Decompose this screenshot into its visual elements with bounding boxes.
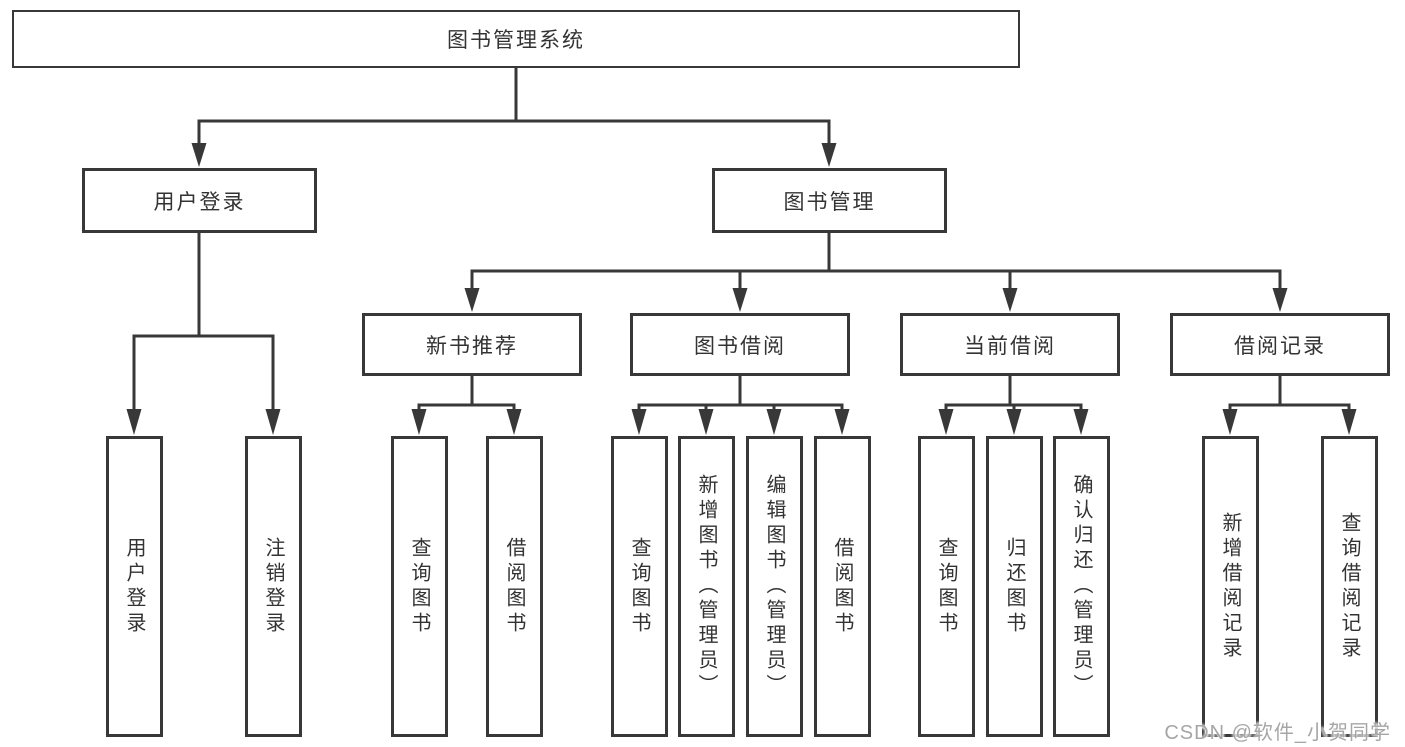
leaf-confirm-return-admin-label: 确认归还（管理员） [1070, 474, 1092, 699]
leaf-add-borrow-record: 新增借阅记录 [1201, 436, 1259, 737]
leaf-add-book-admin-label: 新增图书（管理员） [695, 474, 717, 699]
leaf-edit-book-admin-label: 编辑图书（管理员） [763, 474, 785, 699]
connector-root-to-branches [191, 68, 837, 167]
node-borrow-records: 借阅记录 [1170, 313, 1390, 376]
leaf-query-borrow-record: 查询借阅记录 [1320, 436, 1378, 737]
node-book-mgmt-branch: 图书管理 [712, 168, 947, 233]
node-book-borrow: 图书借阅 [630, 313, 850, 376]
leaf-logout: 注销登录 [244, 436, 302, 737]
node-borrow-records-label: 借阅记录 [1234, 334, 1326, 358]
leaf-query-borrow-record-label: 查询借阅记录 [1338, 511, 1360, 662]
leaf-query-book-rec: 查询图书 [390, 436, 448, 737]
leaf-query-book-borrow: 查询图书 [610, 436, 668, 737]
leaf-return-book: 归还图书 [985, 436, 1043, 737]
node-current-borrow-label: 当前借阅 [964, 334, 1056, 358]
node-new-book-rec-label: 新书推荐 [426, 334, 518, 358]
connector-current-borrow-to-leaves [938, 376, 1089, 435]
leaf-edit-book-admin: 编辑图书（管理员） [745, 436, 803, 737]
leaf-query-book-rec-label: 查询图书 [408, 536, 430, 637]
leaf-query-book-current-label: 查询图书 [935, 536, 957, 637]
leaf-borrow-book-rec-label: 借阅图书 [503, 536, 525, 637]
leaf-add-book-admin: 新增图书（管理员） [677, 436, 735, 737]
node-current-borrow: 当前借阅 [900, 313, 1120, 376]
node-book-mgmt-branch-label: 图书管理 [783, 190, 876, 214]
leaf-return-book-label: 归还图书 [1003, 536, 1025, 637]
leaf-add-borrow-record-label: 新增借阅记录 [1219, 511, 1241, 662]
leaf-borrow-book-rec: 借阅图书 [485, 436, 543, 737]
leaf-query-book-current: 查询图书 [917, 436, 975, 737]
connector-book-mgmt-to-sections [464, 233, 1288, 312]
node-book-borrow-label: 图书借阅 [694, 334, 786, 358]
leaf-borrow-book-borrow: 借阅图书 [813, 436, 871, 737]
node-user-login-branch-label: 用户登录 [153, 190, 246, 214]
leaf-confirm-return-admin: 确认归还（管理员） [1052, 436, 1110, 737]
csdn-watermark: CSDN @软件_小贺同学 [1164, 722, 1391, 744]
leaf-query-book-borrow-label: 查询图书 [628, 536, 650, 637]
node-root-system-label: 图书管理系统 [447, 29, 585, 52]
connector-user-login-to-leaves [126, 233, 281, 435]
connector-borrow-records-to-leaves [1222, 376, 1357, 435]
connector-book-borrow-to-leaves [631, 376, 850, 435]
connector-new-book-rec-to-leaves [411, 376, 522, 435]
leaf-borrow-book-borrow-label: 借阅图书 [831, 536, 853, 637]
leaf-logout-label: 注销登录 [262, 536, 284, 637]
leaf-user-login: 用户登录 [105, 436, 163, 737]
node-user-login-branch: 用户登录 [82, 168, 317, 233]
leaf-user-login-label: 用户登录 [123, 536, 145, 637]
node-new-book-rec: 新书推荐 [362, 313, 582, 376]
node-root-system: 图书管理系统 [12, 10, 1020, 68]
